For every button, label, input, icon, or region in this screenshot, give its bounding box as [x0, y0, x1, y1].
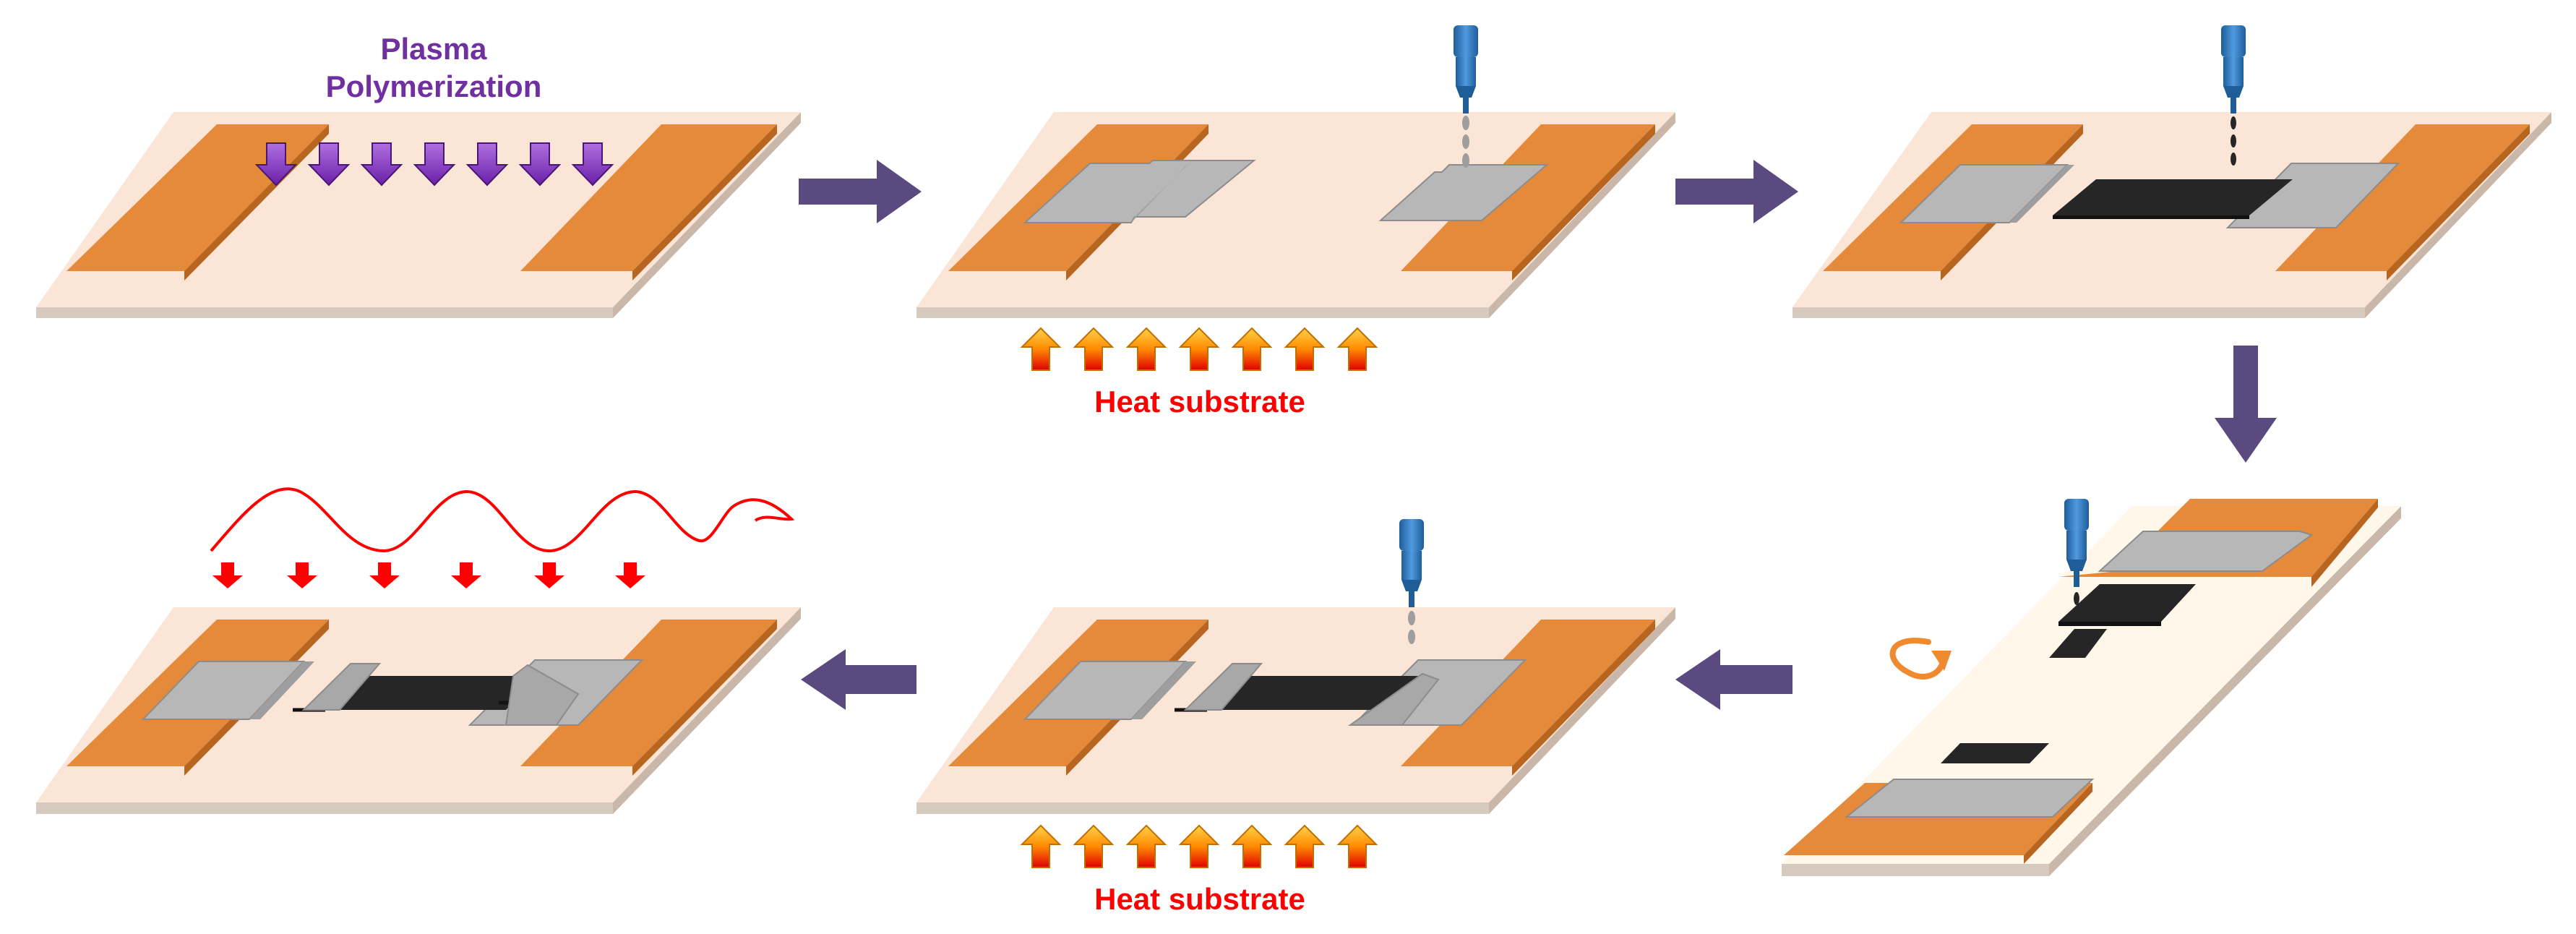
substrate: [1489, 607, 1675, 814]
electrode-right: [1512, 620, 1655, 776]
panel-2-print-dielectric: Heat substrate: [916, 25, 1675, 419]
ink-droplet: [2074, 608, 2079, 621]
panel-1-plasma-polymerization: Plasma Polymerization: [36, 32, 801, 318]
uv-arrow: [615, 562, 645, 588]
top-contact: [1183, 663, 1263, 711]
dielectric-film-left: [249, 661, 314, 719]
dielectric-film-bottom: [1845, 779, 2095, 818]
semiconductor-channel: [2053, 215, 2249, 219]
semiconductor-pad-bottom: [1941, 743, 2049, 763]
heat-arrow: [1021, 825, 1060, 868]
ink-droplet: [2231, 116, 2236, 129]
heat-arrow: [1285, 327, 1324, 371]
heat-arrow: [1232, 825, 1271, 868]
dielectric-film-left: [2009, 165, 2074, 223]
heat-arrow: [1180, 327, 1219, 371]
heat-arrow: [1074, 825, 1113, 868]
substrate: [1793, 307, 2365, 318]
substrate: [36, 802, 613, 814]
top-contact: [301, 663, 382, 711]
semiconductor-tail: [2049, 629, 2107, 658]
substrate: [1782, 864, 2049, 876]
uv-arrow: [287, 562, 317, 588]
top-contact: [505, 664, 580, 726]
panel-3-print-semiconductor: [1793, 25, 2551, 318]
electrode-right: [1401, 620, 1655, 766]
panel-5-print-top-contact: Heat substrate: [916, 519, 1675, 916]
electrode-left: [184, 124, 329, 280]
panel-4-rotate-and-print: [1782, 499, 2401, 876]
substrate: [36, 307, 613, 318]
substrate: [916, 307, 1489, 318]
panel-6-uv-curing: [36, 487, 801, 814]
substrate: [613, 112, 801, 318]
substrate: [2365, 112, 2551, 318]
substrate: [613, 607, 801, 814]
uv-wave: [210, 487, 795, 553]
plasma-label-line1: Plasma: [380, 32, 487, 66]
ink-droplet: [1462, 153, 1469, 168]
semiconductor-channel: [2053, 179, 2293, 215]
dielectric-film-left: [1023, 160, 1256, 223]
heat-arrow: [1127, 825, 1166, 868]
heat-substrate-label-bottom: Heat substrate: [1094, 882, 1305, 916]
heat-arrow: [1021, 327, 1060, 371]
electrode-left: [66, 124, 329, 271]
substrate: [1782, 506, 2401, 864]
uv-arrow: [451, 562, 481, 588]
inkjet-nozzle: [1454, 25, 1478, 113]
electrode-right: [2275, 124, 2530, 271]
electrode-right: [2387, 124, 2530, 280]
ink-droplet: [1408, 630, 1415, 644]
substrate: [1489, 112, 1675, 318]
flow-arrow-right: [1675, 160, 1798, 223]
electrode-right: [632, 124, 777, 280]
dielectric-film-left: [1131, 661, 1196, 719]
ink-droplet: [2231, 153, 2236, 166]
ink-droplet: [1462, 116, 1469, 130]
heat-arrow: [1232, 327, 1271, 371]
plasma-label-line2: Polymerization: [326, 69, 542, 103]
flow-arrow-right: [799, 160, 922, 223]
semiconductor-channel: [1200, 676, 1422, 710]
electrode-right: [1512, 124, 1655, 280]
heat-arrow: [1180, 825, 1219, 868]
semiconductor-channel: [318, 676, 538, 710]
electrode-right: [520, 124, 777, 271]
rotate-icon: [1889, 638, 1952, 680]
electrode-right: [632, 620, 777, 776]
inkjet-nozzle: [1399, 519, 1424, 607]
electrode-right: [520, 620, 777, 766]
uv-arrow: [212, 562, 243, 588]
uv-arrow: [369, 562, 400, 588]
top-contact: [1347, 672, 1440, 726]
semiconductor-pad-top: [2058, 584, 2196, 622]
heat-substrate-label-top: Heat substrate: [1094, 385, 1305, 419]
heat-arrow: [1074, 327, 1113, 371]
uv-arrow: [534, 562, 564, 588]
heat-arrow: [1338, 327, 1377, 371]
flow-arrow-left: [801, 649, 916, 710]
heat-arrow: [1127, 327, 1166, 371]
dielectric-film-right: [1378, 164, 1549, 221]
electrode-bottom: [2024, 783, 2092, 864]
substrate: [2049, 506, 2401, 876]
ink-droplet: [2074, 592, 2079, 605]
ink-droplet: [1462, 134, 1469, 149]
electrode-right: [1401, 124, 1655, 271]
inkjet-nozzle: [2221, 25, 2246, 113]
substrate: [916, 802, 1489, 814]
heat-arrow: [1285, 825, 1324, 868]
flow-arrow-down: [2215, 346, 2277, 463]
ink-droplet: [1408, 611, 1415, 625]
heat-arrow: [1338, 825, 1377, 868]
semiconductor-pad-top: [2058, 622, 2161, 626]
dielectric-film-top: [2098, 531, 2314, 572]
ink-droplet: [2231, 134, 2236, 147]
flow-arrow-left: [1675, 649, 1793, 710]
electrode-top: [2311, 499, 2378, 587]
